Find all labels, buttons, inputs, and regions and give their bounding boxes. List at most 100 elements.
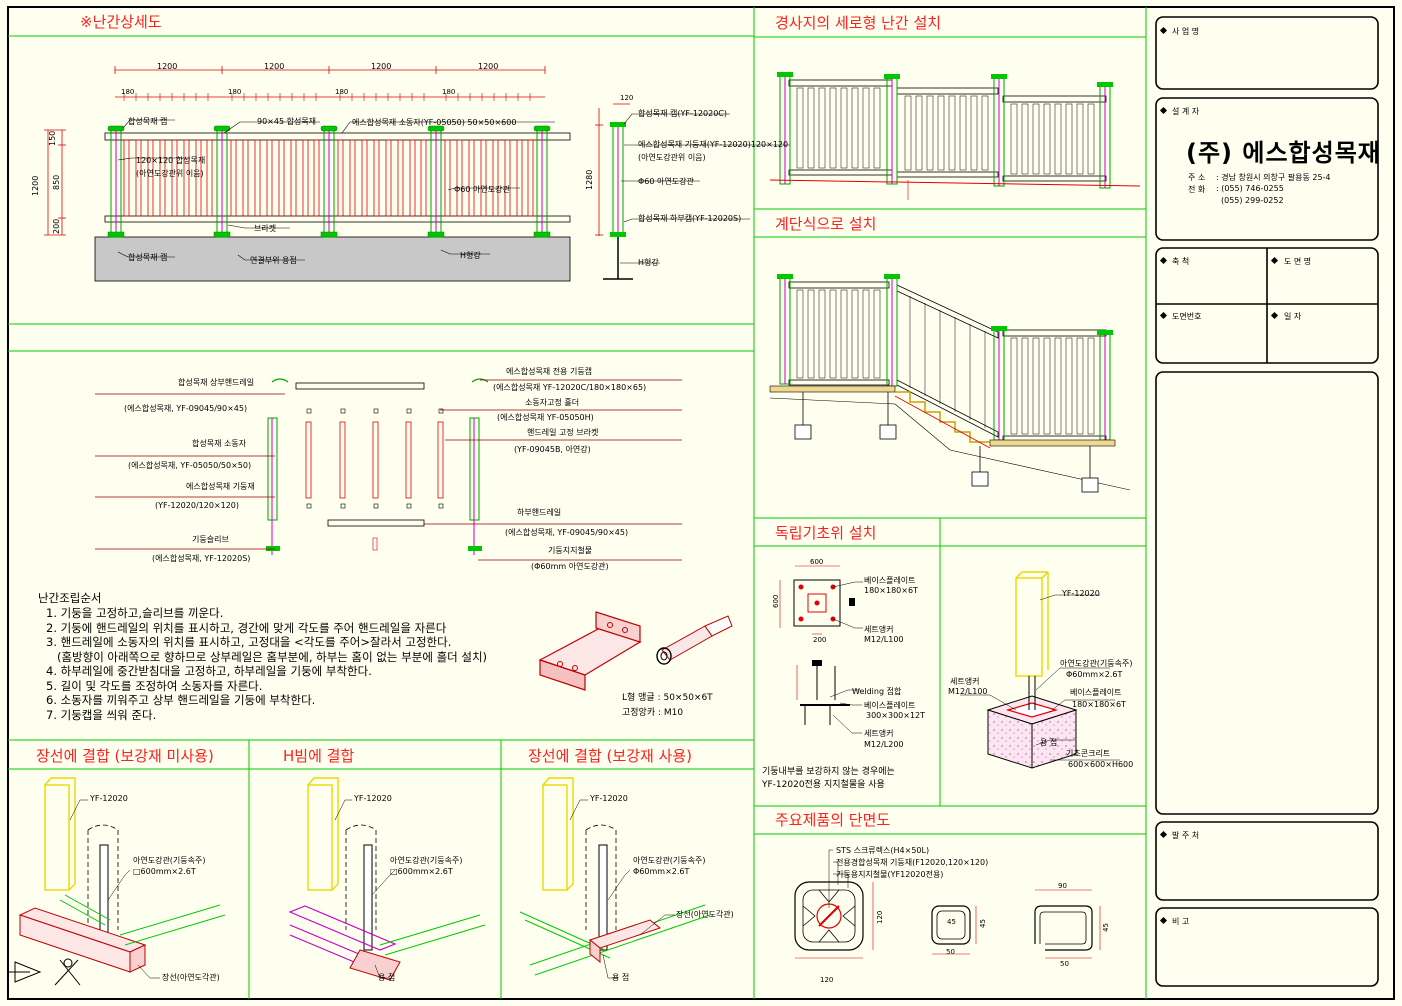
ex-sleeve-sub: (에스합성목재, YF-12020S) — [152, 554, 251, 563]
dim-1200-a: 1200 — [157, 62, 178, 71]
sec-post: 전용경합성목재 기둥재(F12020,120×120) — [836, 858, 989, 867]
slope-railing — [769, 72, 1141, 200]
assembly-step-3b: (홈방향이 아래쪽으로 향하므로 상부레일은 홈부분에, 하부는 홈이 없는 부… — [46, 650, 488, 664]
ex-lower-rail-sub: (에스합성목재, YF-09045/90×45) — [505, 528, 629, 537]
title-stair-install: 계단식으로 설치 — [775, 215, 877, 233]
title-slope-vertical: 경사지의 세로형 난간 설치 — [775, 14, 942, 32]
ft-base-plate2: 베이스플레이트 — [864, 701, 916, 710]
joint-no-reinforce — [18, 777, 226, 979]
ft-set-anchor3: 세트앵커 — [950, 677, 980, 686]
ex-fix-holder-sub: (에스합성목재 YF-05050H) — [497, 413, 594, 422]
sec-dim-50-b: 50 — [1060, 960, 1069, 968]
dim-1200-c: 1200 — [371, 62, 392, 71]
dim-180-a: 180 — [121, 88, 135, 96]
angle-bracket-icon — [538, 611, 642, 691]
sec-dim-120-v: 120 — [876, 910, 884, 924]
footing-3d — [960, 571, 1120, 769]
j2-post-id: YF-12020 — [354, 794, 392, 803]
label-base-cap: 합성목재 캡 — [128, 253, 168, 262]
assembly-step-5: 5. 길이 및 각도를 조정하여 소동자를 자른다. — [46, 679, 263, 693]
label-weld: 연결부위 용접 — [250, 256, 297, 265]
j2-pipe-spec: □600mm×2.6T — [390, 867, 453, 876]
tb-scale: 축 척 — [1172, 257, 1190, 266]
title-block — [1155, 16, 1379, 987]
tb-tel1: : (055) 746-0255 — [1216, 184, 1284, 193]
assembly-title: 난간조립순서 — [38, 591, 102, 605]
dim-180-c: 180 — [335, 88, 349, 96]
title-main-sections: 주요제품의 단면도 — [775, 811, 891, 829]
ft-note1: 기둥내부를 보강하지 않는 경우에는 — [762, 767, 895, 777]
assembly-step-1: 1. 기둥을 고정하고,슬리브를 끼운다. — [46, 606, 224, 620]
label-pipe: Φ60 아연도강관 — [454, 185, 510, 194]
ft-set-anchor: 세트앵커 — [864, 625, 894, 634]
j1-joist: 장선(아연도각관) — [162, 973, 220, 982]
ft-base-plate: 베이스플레이트 — [864, 576, 916, 585]
dim-1200-d: 1200 — [478, 62, 499, 71]
tb-client: 발 주 처 — [1172, 831, 1200, 840]
dim-180-d: 180 — [442, 88, 456, 96]
dim-total-1200: 1200 — [31, 175, 40, 196]
exploded-assembly — [95, 378, 682, 561]
j2-weld: 용 접 — [378, 973, 396, 982]
ex-post-reinforce-sub: (Φ60mm 아연도강관) — [531, 562, 609, 571]
label-post-120: 120×120 합성목재 — [136, 156, 206, 165]
anchor-label: 고정앙카 : M10 — [622, 708, 684, 718]
tb-remarks: 비 고 — [1172, 917, 1190, 926]
tb-project: 사 업 명 — [1172, 27, 1200, 36]
assembly-step-2: 2. 기둥에 핸드레일의 위치를 표시하고, 경간에 맞게 각도를 주어 핸드레… — [46, 621, 447, 635]
ex-baluster: 합성목재 소동자 — [192, 439, 247, 448]
j1-post-id: YF-12020 — [90, 794, 128, 803]
j1-pipe: 아연도강관(기둥속주) — [133, 856, 206, 865]
label-bracket: 브라켓 — [254, 224, 277, 233]
outer-frame — [7, 6, 1395, 1000]
ft-base-plate2-spec: 300×300×12T — [866, 711, 926, 720]
ft-dim-top: 600 — [810, 558, 824, 566]
j3-post-id: YF-12020 — [590, 794, 628, 803]
product-sections — [794, 849, 1101, 959]
title-railing-detail: ※난간상세도 — [80, 13, 162, 31]
dim-180-b: 180 — [228, 88, 242, 96]
dim-120: 120 — [620, 94, 634, 102]
title-independent-footing: 독립기초위 설치 — [775, 524, 877, 542]
ft-set-anchor-spec: M12/L100 — [864, 635, 904, 644]
company-name: (주) 에스합성목재 — [1186, 139, 1381, 167]
title-hbeam-joint: H빔에 결합 — [283, 747, 355, 765]
tb-drawing-no: 도면번호 — [1172, 312, 1202, 321]
ft-welding: Welding 접합 — [852, 687, 902, 696]
ex-cap: 에스합성목재 전용 기둥캡 — [506, 367, 593, 376]
label-hbeam: H형강 — [460, 251, 481, 260]
ft-set-anchor2: 세트앵커 — [864, 729, 894, 738]
label-rail-90: 90×45 합성목재 — [257, 117, 317, 126]
tb-tel-label: 전 화 — [1188, 185, 1206, 194]
tb-drawing-name: 도 면 명 — [1284, 257, 1312, 266]
label-cap: 합성목재 캡 — [128, 117, 168, 126]
label-r-lower: 합성목재 하부캡(YF-12020S) — [638, 214, 742, 223]
label-r-pipe: Φ60 아연도강관 — [638, 177, 694, 186]
ft-set-anchor3-spec: M12/L100 — [948, 687, 988, 696]
sec-screw: STS 스크류렉스(H4×50L) — [836, 846, 930, 855]
tb-addr-label: 주 소 — [1188, 173, 1206, 182]
ft-dim-inner: 200 — [813, 636, 827, 644]
tb-designer: 설 계 자 — [1172, 107, 1200, 116]
label-r-post: 에스합성목재 기둥재(YF-12020)120×120 — [638, 140, 789, 149]
sec-dim-50-a: 50 — [946, 948, 955, 956]
tb-addr: : 경남 창원시 의창구 팔용동 25-4 — [1216, 173, 1331, 182]
title-joint-reinforce: 장선에 결합 (보강재 사용) — [528, 747, 693, 765]
railing-elevation — [44, 66, 790, 282]
ex-cap-sub: (에스합성목재 YF-12020C/180×180×65) — [493, 383, 647, 392]
label-baluster: 에스합성목재 소동자(YF-05050) 50×50×600 — [352, 118, 517, 127]
sec-support: 기둥용지지철물(YF12020전용) — [836, 870, 944, 879]
sec-dim-45-b: 45 — [979, 919, 987, 928]
ft-concrete: 기초콘크리트 — [1066, 749, 1111, 758]
j3-pipe-spec: Φ60mm×2.6T — [633, 867, 690, 876]
joint-hbeam — [288, 777, 486, 981]
ex-sleeve: 기둥슬리브 — [192, 535, 229, 544]
j2-pipe: 아연도강관(기둥속주) — [390, 856, 463, 865]
anchor-bolt-icon — [656, 615, 733, 665]
assembly-step-4: 4. 하부레일에 중간받침대을 고정하고, 하부레일을 기둥에 부착한다. — [46, 664, 372, 678]
ft-base-plate3: 베이스플레이트 — [1070, 688, 1122, 697]
ex-fix-holder: 소동자고정 홀더 — [525, 398, 580, 407]
assembly-step-3: 3. 핸드레일에 소동자의 위치를 표시하고, 고정대을 <각도를 주어>잘라서… — [46, 635, 452, 649]
dim-left-150: 150 — [48, 130, 57, 146]
